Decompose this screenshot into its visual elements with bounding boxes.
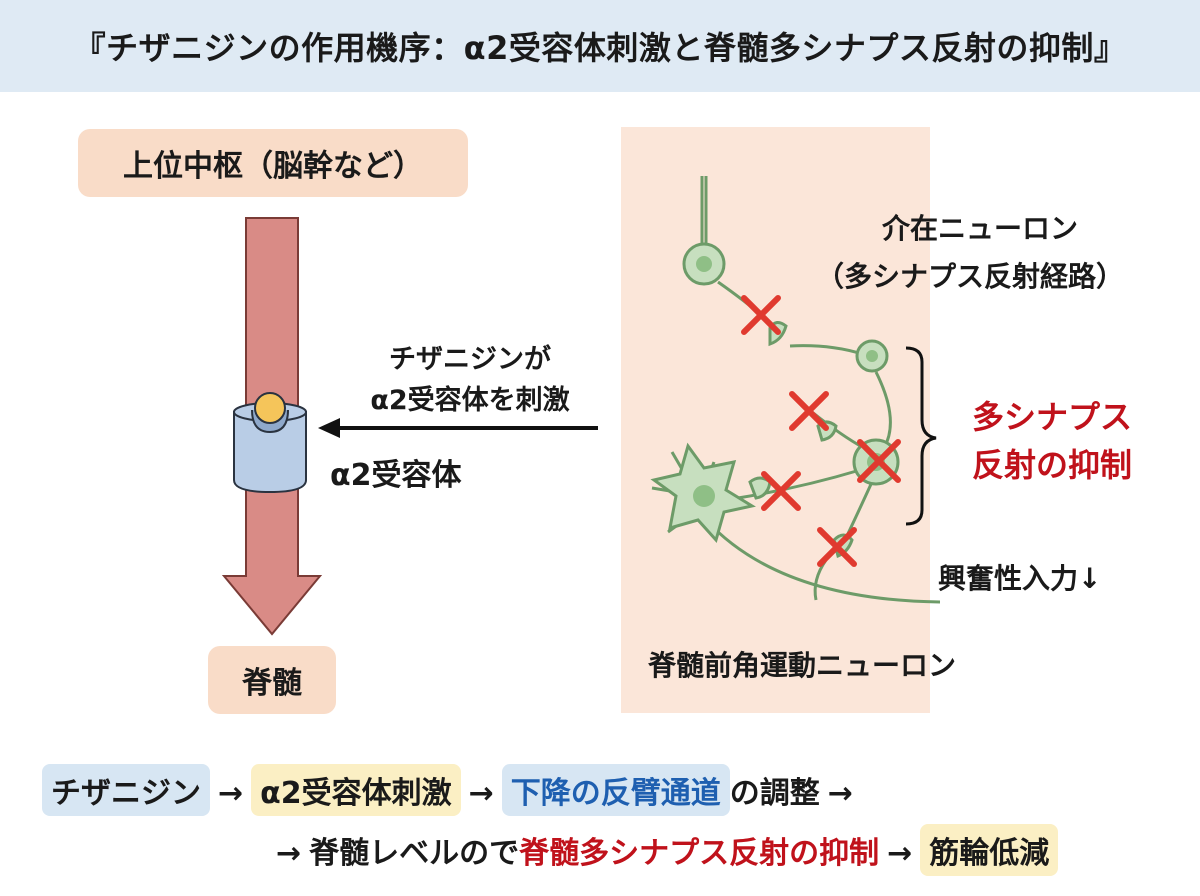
polysynaptic-label-line2: 反射の抑制 (971, 446, 1132, 484)
tizanidine-molecule (254, 392, 286, 424)
spinal-cord-box: 脊髄 (208, 646, 336, 714)
interneuron-label-line2: （多シナプス反射経路） (815, 260, 1124, 293)
interneuron-label-line1: 介在ニューロン (881, 212, 1078, 245)
summary-arrow: → (468, 776, 494, 811)
polysynaptic-bracket (905, 346, 937, 526)
inhibition-mark-5 (817, 527, 857, 567)
drug-label-line1: チザニジンが (389, 344, 551, 375)
inhibition-mark-1 (741, 295, 781, 335)
stimulation-arrow (318, 418, 598, 438)
summary-receptor: α2受容体刺激 (251, 764, 461, 816)
summary-arrow: → (276, 836, 302, 871)
inhibition-mark-3 (857, 439, 901, 483)
neuron-panel (621, 127, 930, 713)
summary-result: 筋輪低減 (920, 824, 1059, 876)
motor-neuron-label: 脊髄前角運動ニューロン (648, 649, 957, 682)
alpha2-receptor (233, 392, 307, 494)
receptor-label: α2受容体 (330, 458, 462, 493)
summary-line-1: チザニジン→α2受容体刺激→下降の反臂通道の調整→ (0, 764, 1200, 816)
page-title: 『チザニジンの作用機序：α2受容体刺激と脊髄多シナプス反射の抑制』 (73, 29, 1127, 67)
polysynaptic-label-line1: 多シナプス (971, 398, 1132, 436)
summary-line-2: →脊髄レベルので脊髄多シナプス反射の抑制→筋輪低減 (0, 824, 1200, 876)
inhibition-marks (741, 295, 901, 567)
summary-arrow: → (827, 776, 853, 811)
drug-label-line2: α2受容体を刺激 (370, 385, 570, 416)
excitatory-input-label: 興奮性入力↓ (938, 562, 1102, 595)
inhibition-mark-4 (761, 471, 801, 511)
inhibition-mark-2 (789, 391, 829, 431)
summary-pathway: 下降の反臂通道 (501, 764, 730, 816)
summary-drug: チザニジン (42, 764, 210, 816)
summary-highlight: 脊髄多シナプス反射の抑制 (519, 836, 880, 871)
summary-arrow: → (218, 776, 244, 811)
upper-center-box: 上位中枢（脳幹など） (78, 129, 468, 197)
summary-prefix: 脊髄レベルので (309, 836, 520, 871)
summary-pathway-suffix: の調整 (729, 776, 820, 811)
title-bar: 『チザニジンの作用機序：α2受容体刺激と脊髄多シナプス反射の抑制』 (0, 0, 1200, 92)
summary-arrow: → (887, 836, 913, 871)
